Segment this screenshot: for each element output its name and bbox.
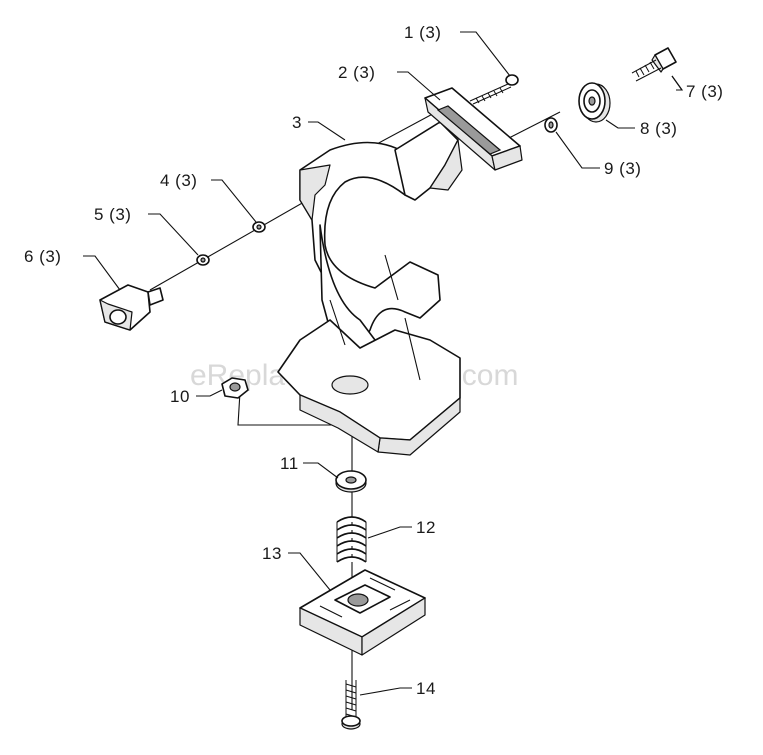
axis-left: [149, 189, 326, 291]
callout-11: 11: [280, 454, 299, 473]
callout-7: 7 (3): [686, 82, 723, 101]
part-13-base-plate: [299, 569, 426, 656]
callout-6: 6 (3): [24, 247, 61, 266]
part-5-washer: [196, 254, 210, 266]
part-12-spring: [336, 516, 367, 563]
callout-14: 14: [416, 679, 436, 698]
axis-right: [504, 111, 561, 141]
callout-4: 4 (3): [160, 171, 197, 190]
callout-3: 3: [292, 113, 302, 132]
callout-12: 12: [416, 518, 436, 537]
callout-9: 9 (3): [604, 159, 641, 178]
part-11-washer: [335, 470, 367, 493]
callout-labels: 1 (3) 2 (3) 3 4 (3) 5 (3) 6 (3) 7 (3) 8 …: [24, 23, 723, 698]
part-1-screw: [469, 74, 519, 105]
part-10-nut: [221, 377, 249, 399]
part-4-washer: [252, 221, 266, 233]
part-3-bracket: [277, 121, 463, 456]
callout-8: 8 (3): [640, 119, 677, 138]
part-7-bolt: [631, 47, 677, 82]
part-14-screw: [341, 680, 361, 730]
part-6-knob: [99, 284, 164, 331]
leader-lines: [83, 31, 684, 696]
callout-5: 5 (3): [94, 205, 131, 224]
callout-1: 1 (3): [404, 23, 441, 42]
callout-10: 10: [170, 387, 190, 406]
part-2-slotted-bar: [424, 87, 523, 171]
part-8-bearing: [578, 82, 611, 123]
axis-nut: [237, 391, 352, 426]
callout-13: 13: [262, 544, 282, 563]
callout-2: 2 (3): [338, 63, 375, 82]
axis-upper: [374, 109, 441, 146]
part-9-washer: [544, 117, 558, 133]
